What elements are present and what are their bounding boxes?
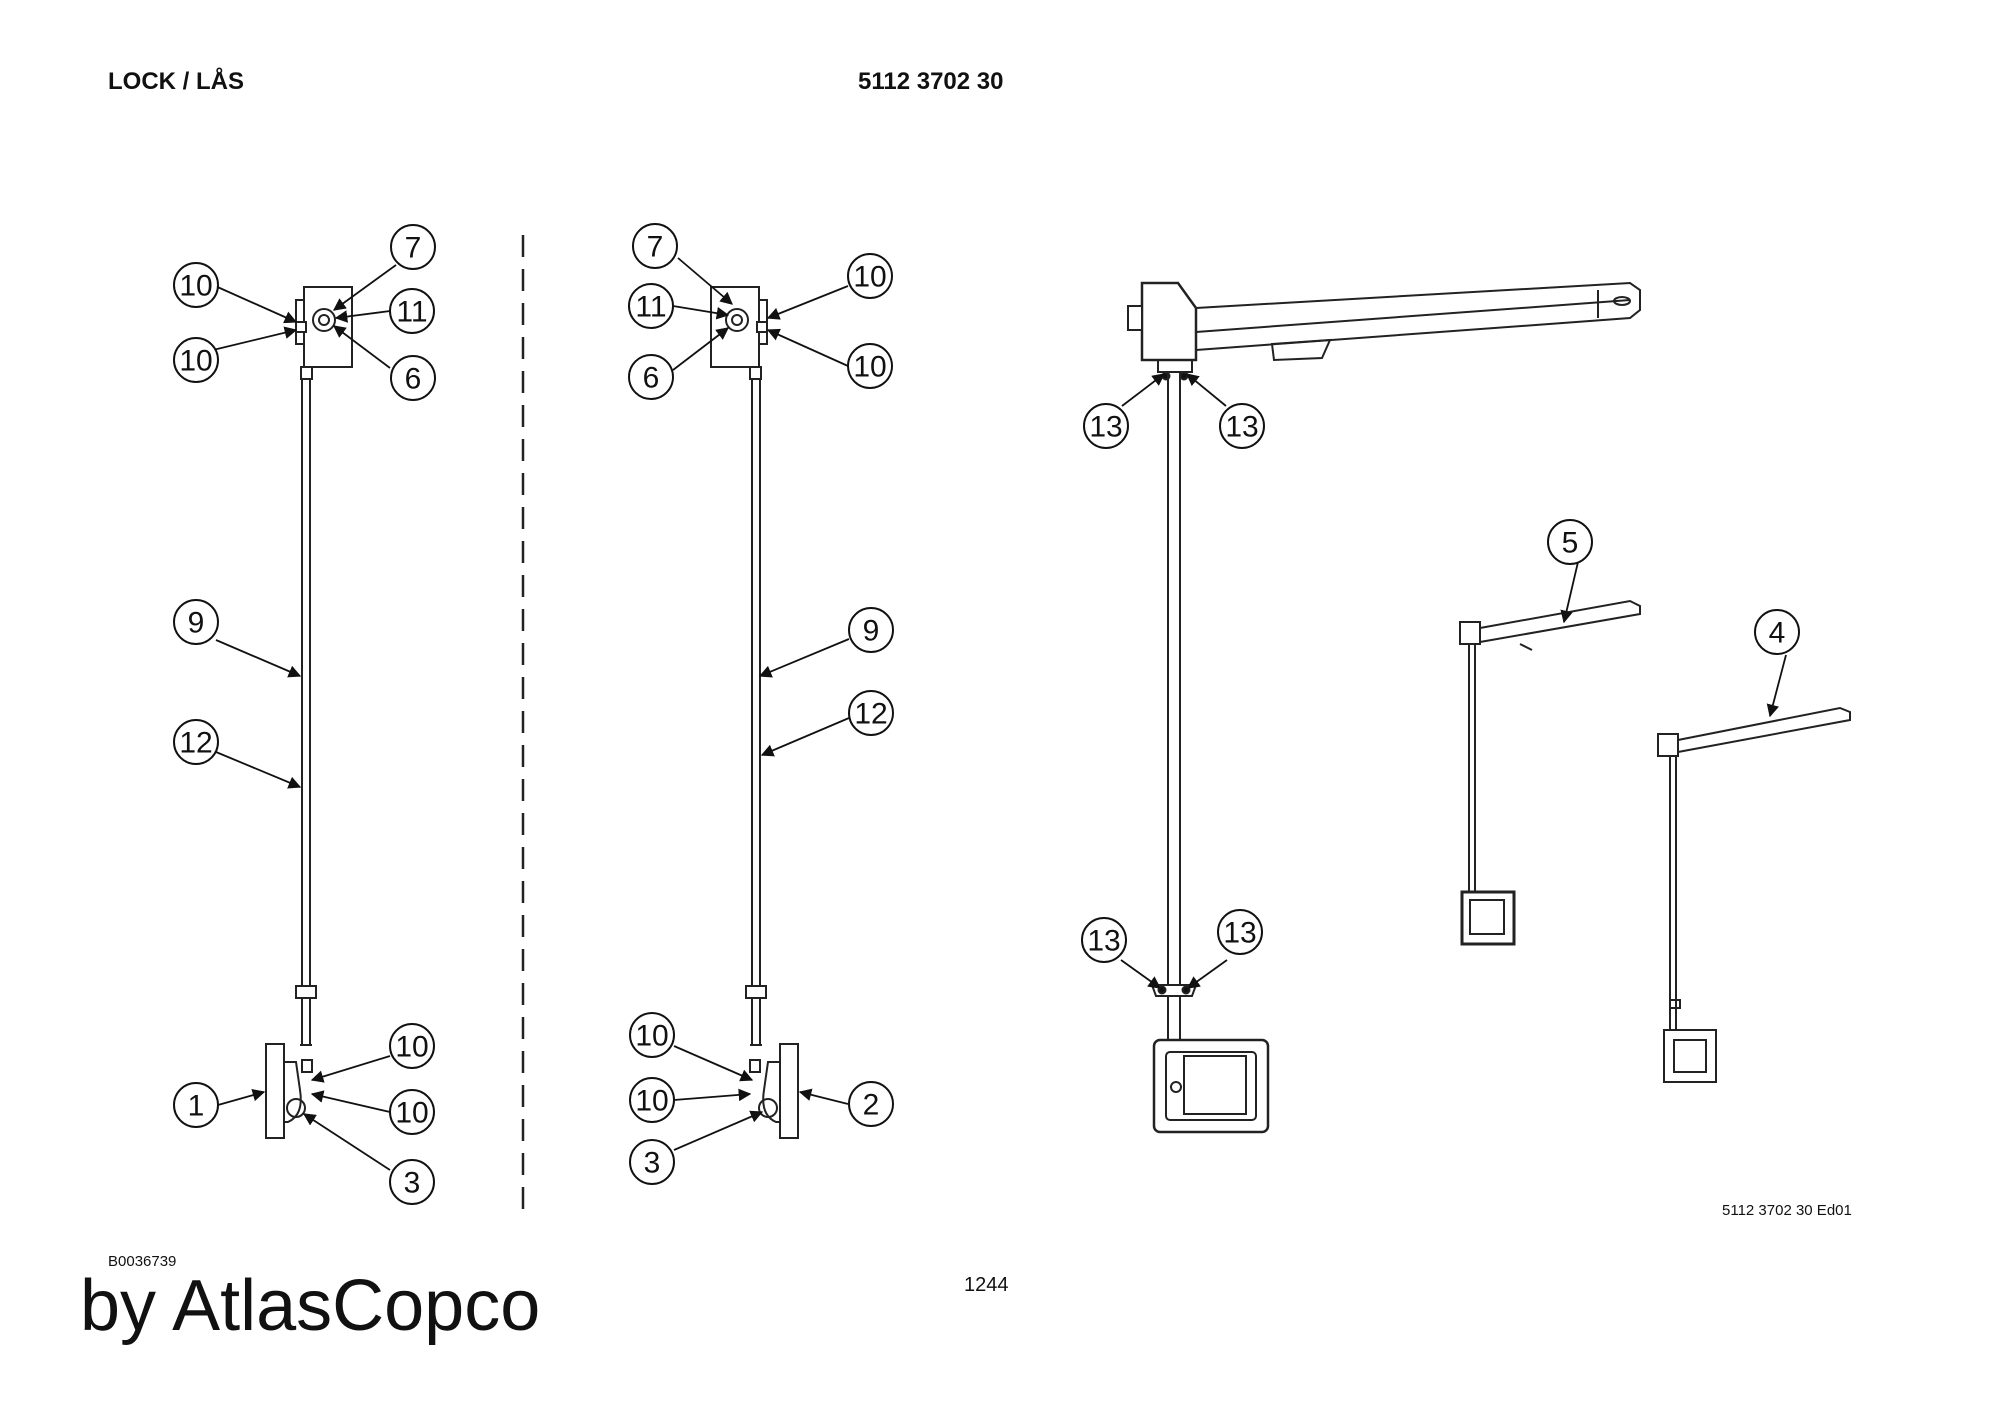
image-id: B0036739 (108, 1253, 177, 1270)
callout-a5: 6 (405, 363, 422, 396)
callout-a3: 11 (396, 296, 427, 329)
callout-d2: 4 (1769, 617, 1786, 650)
callout-a6: 9 (188, 607, 205, 640)
callout-b10: 2 (863, 1089, 880, 1122)
callout-a9: 1 (188, 1090, 205, 1123)
callout-b4: 6 (643, 362, 660, 395)
small-handle-assembly-5 (1459, 599, 1641, 946)
callout-c2: 13 (1225, 411, 1258, 444)
callout-b3: 11 (635, 291, 666, 324)
callout-a2: 7 (405, 232, 422, 265)
callout-b7: 12 (854, 698, 887, 731)
callout-b5: 10 (853, 351, 886, 384)
callout-c1: 13 (1089, 411, 1122, 444)
small-handle-assembly-4 (1657, 706, 1851, 1083)
callout-b6: 9 (863, 615, 880, 648)
callout-a1: 10 (179, 270, 212, 303)
callout-b1: 7 (647, 231, 664, 264)
callout-b9: 10 (635, 1085, 668, 1118)
callout-circles (173, 223, 1800, 1205)
page-title: LOCK / LÅS (108, 68, 244, 95)
callout-a4: 10 (179, 345, 212, 378)
lock-handle-assembly (1127, 281, 1641, 1134)
callout-b2: 10 (853, 261, 886, 294)
left-rod-assembly (265, 286, 353, 1139)
callout-d1: 5 (1562, 527, 1579, 560)
callout-b8: 10 (635, 1020, 668, 1053)
callout-c3: 13 (1087, 925, 1120, 958)
right-rod-assembly (710, 286, 799, 1139)
callout-c4: 13 (1223, 917, 1256, 950)
leader-lines (212, 257, 1787, 1171)
part-number: 5112 3702 30 (858, 68, 1004, 95)
callout-a11: 3 (404, 1167, 421, 1200)
page-number: 1244 (964, 1274, 1009, 1296)
callout-a8: 10 (395, 1031, 428, 1064)
callout-b11: 3 (644, 1147, 661, 1180)
edition-label: 5112 3702 30 Ed01 (1722, 1202, 1852, 1219)
callout-a7: 12 (179, 727, 212, 760)
callout-a10: 10 (395, 1097, 428, 1130)
brand-footer: by AtlasCopco (80, 1266, 541, 1346)
